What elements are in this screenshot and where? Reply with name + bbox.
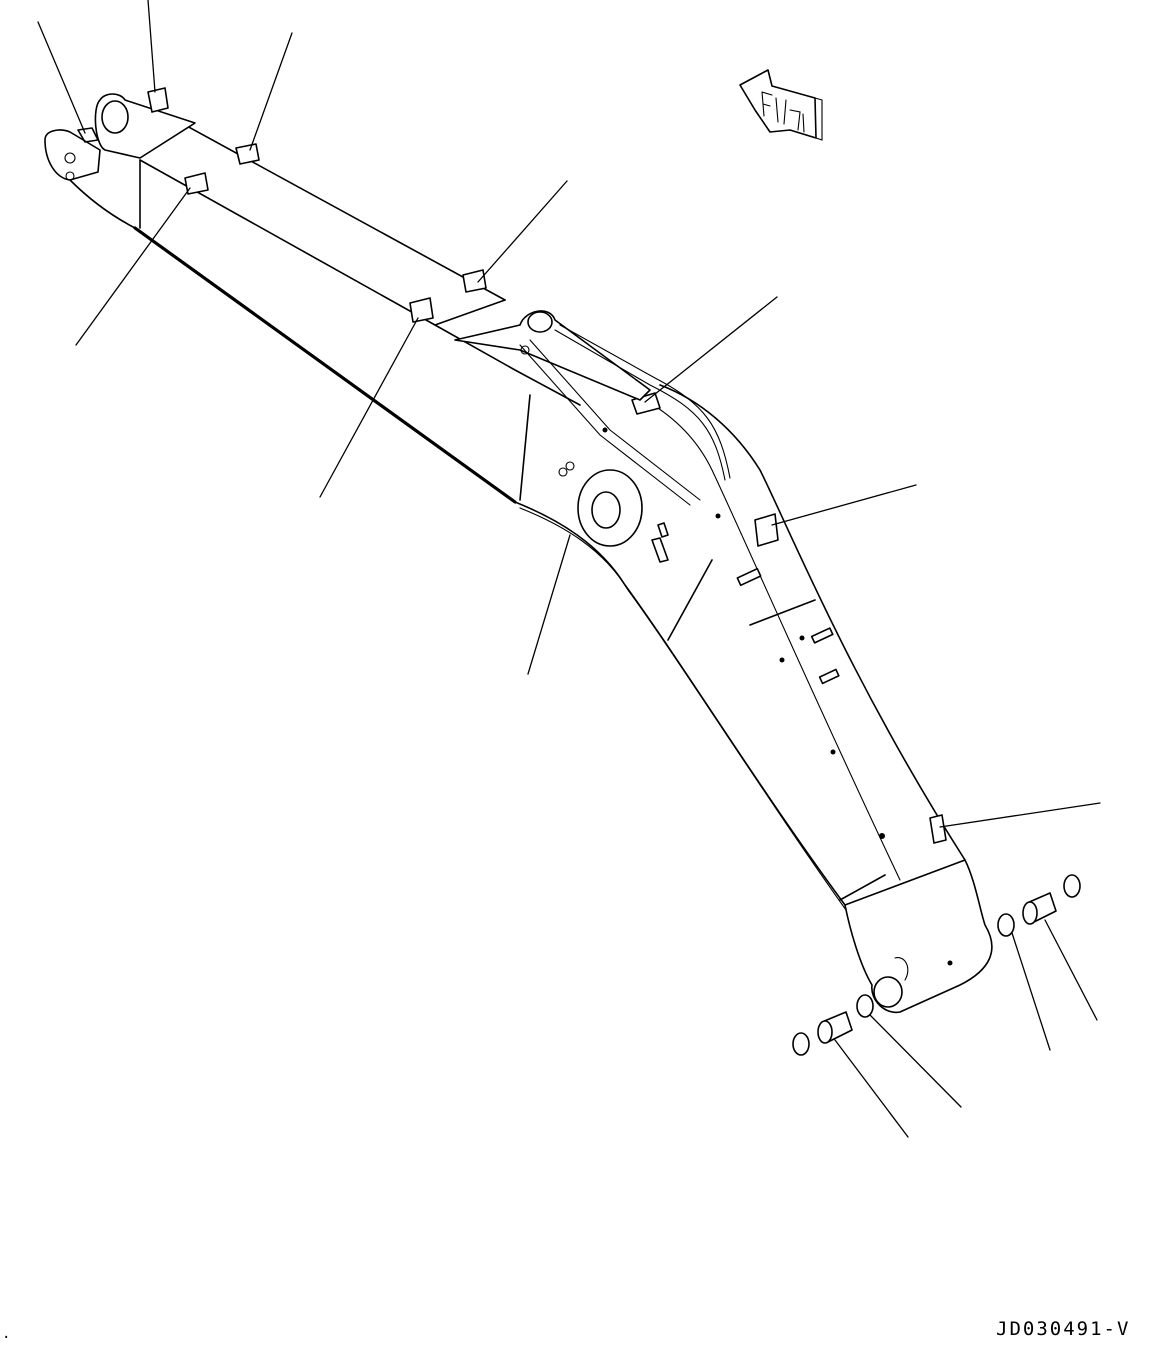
- boss-bolt-2: [565, 461, 575, 471]
- boom-upper-chord: [659, 384, 966, 861]
- section-line-5: [749, 599, 816, 626]
- boom-body: [133, 124, 966, 911]
- leader-1: [37, 21, 86, 134]
- arm-pin-bracket: [44, 93, 196, 229]
- plate-dot-1: [715, 513, 721, 519]
- shim-ring-1: [792, 1032, 810, 1056]
- clamp-2: [235, 143, 260, 165]
- front-mark-letters-icon: [761, 91, 805, 133]
- leader-lines: [37, 0, 1101, 1138]
- arm-pin-bore: [101, 100, 129, 134]
- plate-dot-3: [779, 657, 785, 663]
- section-line-3: [519, 394, 531, 501]
- front-direction-mark: [739, 69, 823, 141]
- plate-dot-4: [830, 749, 836, 755]
- arm-cylinder-mount: [454, 310, 731, 506]
- front-arrow-icon: [739, 69, 817, 139]
- section-line-6: [839, 874, 886, 901]
- side-plate-details: [602, 427, 885, 839]
- boom-side-plate-edge: [644, 399, 901, 881]
- shim-ring-4: [1063, 874, 1081, 898]
- boss-bolt-1: [558, 467, 568, 477]
- bracket-clip: [77, 127, 99, 143]
- drawing-code-label: JD030491-V: [996, 1318, 1131, 1340]
- bushing-2-end: [1022, 901, 1038, 925]
- plate-dot-6: [602, 427, 608, 433]
- foot-housing: [844, 859, 993, 1014]
- leader-9: [527, 534, 571, 675]
- clamp-4: [462, 269, 487, 293]
- clamp-8: [929, 814, 947, 844]
- bracket-lower-edge: [69, 179, 136, 229]
- hose-line-2: [519, 344, 691, 506]
- plate-dot-2: [799, 635, 805, 641]
- leader-2: [147, 0, 156, 93]
- section-line-4: [667, 559, 713, 641]
- foot-pins-and-shims: [792, 874, 1081, 1056]
- arm-cylinder-pin-bore: [527, 311, 553, 333]
- leader-10: [939, 802, 1101, 828]
- arm-cylinder-mount-plate: [454, 310, 651, 401]
- plate-slot-3: [818, 668, 840, 685]
- plate-slot-2: [810, 627, 834, 644]
- boom-cylinder-boss: [558, 461, 669, 563]
- clamp-3: [184, 172, 209, 195]
- plate-dot-5: [879, 833, 885, 839]
- clamp-7: [754, 513, 779, 547]
- boom-lower-weld-bead: [133, 226, 517, 504]
- boom-upper-web-edge: [139, 159, 581, 406]
- leader-3: [249, 32, 293, 151]
- leader-7: [644, 296, 778, 403]
- bracket-bolt-1: [64, 152, 76, 164]
- boom-lower-chord: [514, 501, 846, 906]
- leader-11: [834, 1039, 909, 1138]
- leader-12: [869, 1014, 962, 1108]
- hose-clamps: [147, 87, 947, 844]
- bushing-1-end: [817, 1020, 833, 1044]
- leader-8: [771, 484, 917, 526]
- leader-13: [1011, 932, 1051, 1051]
- foot-boss-detail: [894, 957, 909, 981]
- leader-5: [477, 180, 568, 283]
- hose-line-4: [559, 324, 731, 479]
- mount-bolt: [520, 345, 530, 355]
- boss-slot-2: [657, 522, 669, 538]
- leader-4: [75, 187, 191, 346]
- hose-line-3: [554, 329, 726, 481]
- clamp-5: [409, 297, 434, 323]
- corner-mark: .: [2, 1326, 11, 1342]
- leader-6: [319, 317, 419, 498]
- boom-lower-chord-inner: [519, 507, 847, 911]
- front-arrow-thickness: [814, 97, 823, 141]
- foot-dot: [947, 960, 953, 966]
- shim-ring-3: [997, 913, 1015, 937]
- boom-foot: [844, 859, 993, 1014]
- plate-slot-1: [736, 567, 762, 587]
- cylinder-boss-inner: [591, 491, 621, 529]
- clamp-1: [147, 87, 169, 113]
- shim-ring-2: [856, 994, 874, 1018]
- hose-line-1: [529, 339, 701, 501]
- section-line-2: [434, 299, 506, 326]
- foot-pin-bore: [873, 976, 903, 1008]
- boss-slot-1: [651, 537, 669, 563]
- leader-14: [1044, 919, 1098, 1021]
